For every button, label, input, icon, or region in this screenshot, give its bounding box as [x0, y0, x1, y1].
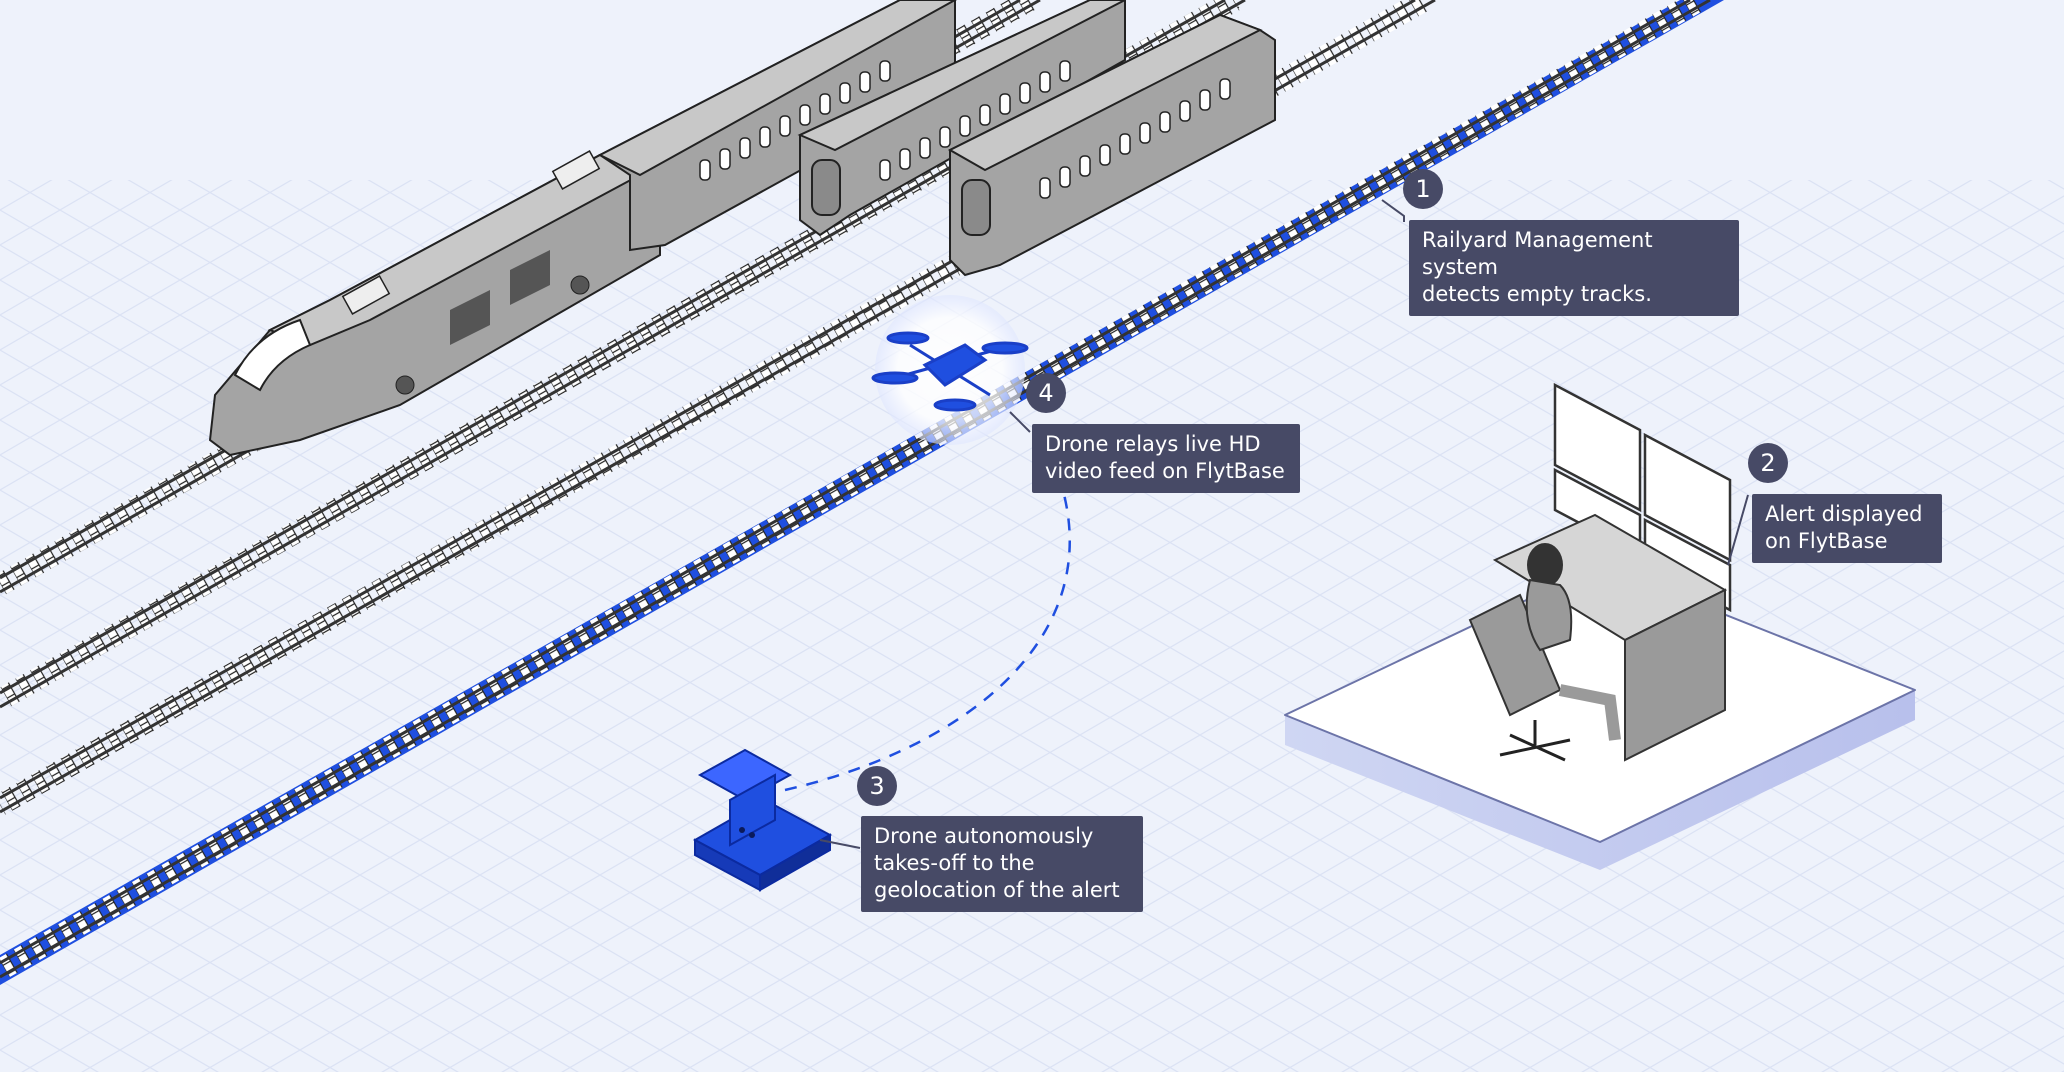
step-2-callout: Alert displayed on FlytBase [1752, 494, 1942, 563]
operator-workstation-icon [1284, 382, 1916, 870]
step-1-badge: 1 [1403, 169, 1443, 209]
train-coach-3 [797, 0, 1126, 237]
train-coach-4 [947, 13, 1276, 277]
drone-dock-icon [692, 748, 833, 892]
train-icon [208, 0, 1276, 457]
step-2-badge: 2 [1748, 443, 1788, 483]
step-3-callout: Drone autonomously takes-off to the geol… [861, 816, 1143, 912]
train-coach-2 [597, 0, 958, 252]
step-4-badge: 4 [1026, 373, 1066, 413]
leader-lines [819, 199, 1749, 849]
track-4-highlighted [0, 0, 1711, 980]
step-1-callout: Railyard Management system detects empty… [1409, 220, 1739, 316]
drone-icon [871, 295, 1029, 445]
step-4-callout: Drone relays live HD video feed on FlytB… [1032, 424, 1300, 493]
flight-path [784, 479, 1071, 792]
step-3-badge: 3 [857, 766, 897, 806]
highlighted-track-band [0, 0, 1724, 985]
